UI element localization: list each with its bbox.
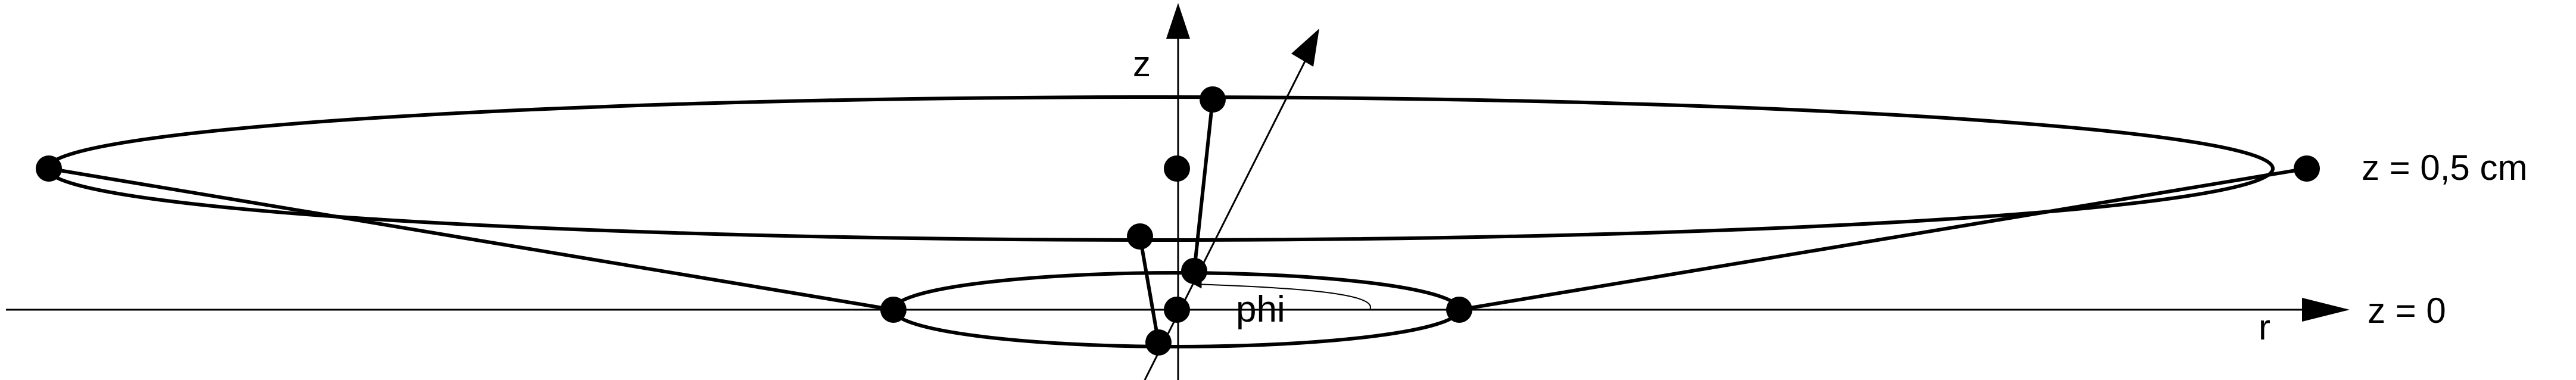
top-level-label: z = 0,5 cm: [2362, 148, 2527, 188]
left-slant-line: [48, 167, 894, 312]
point-upper: [1200, 86, 1226, 113]
point-left: [36, 155, 62, 182]
right-slant-line: [1459, 167, 2307, 312]
point-bottom-left: [880, 297, 907, 323]
z-axis-arrowhead: [1166, 3, 1190, 39]
bottom-level-label: z = 0: [2368, 291, 2446, 331]
point-origin: [1164, 297, 1190, 323]
phi-arc: [1193, 280, 1371, 310]
upper-slant-line: [1192, 99, 1214, 272]
point-center-upper: [1181, 258, 1207, 284]
point-bottom-right: [1446, 297, 1472, 323]
phi-label: phi: [1236, 289, 1285, 330]
point-bottom: [1145, 329, 1172, 356]
oblique-axis-arrowhead: [1291, 29, 1319, 67]
point-z-axis-mid: [1164, 155, 1190, 182]
point-right: [2294, 155, 2320, 182]
point-upper-left: [1127, 223, 1153, 250]
lower-slant-line: [1138, 236, 1160, 343]
r-axis-arrowhead: [2302, 298, 2350, 322]
oblique-axis-line: [1144, 56, 1309, 380]
top-ellipse: [46, 95, 2275, 242]
r-axis-label: r: [2259, 307, 2270, 347]
z-axis-label: z: [1133, 44, 1151, 84]
